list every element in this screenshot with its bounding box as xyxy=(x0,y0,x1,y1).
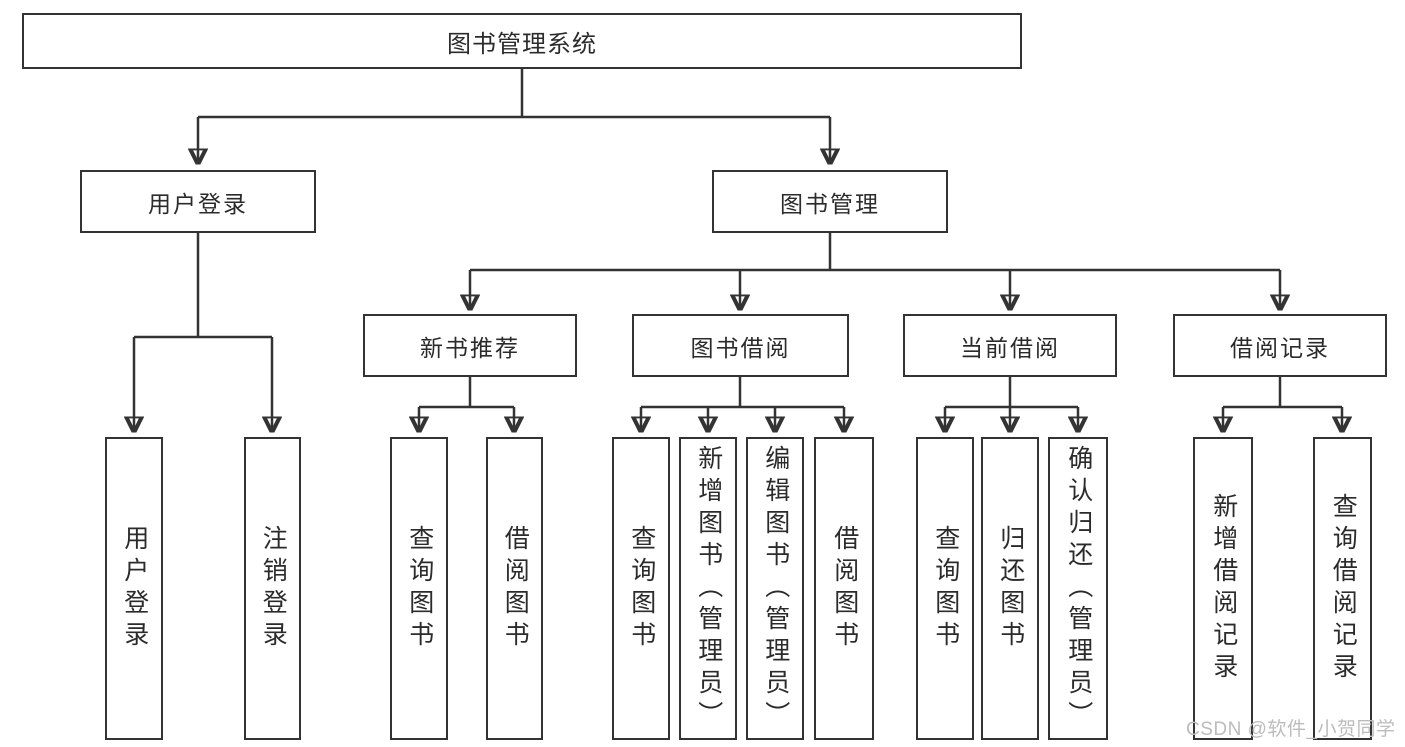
leaf-records-add-record-label: 新增借阅记录 xyxy=(1209,492,1238,685)
leaf-current-query-books-label: 查询图书 xyxy=(931,524,960,653)
leaf-borrow-borrow-books-label: 借阅图书 xyxy=(830,524,859,653)
node-book-management: 图书管理 xyxy=(712,170,948,233)
leaf-borrow-edit-books-admin-label: 编辑图书（管理员） xyxy=(761,444,790,733)
leaf-newbooks-query-books-label: 查询图书 xyxy=(405,524,434,653)
leaf-borrow-add-books-admin: 新增图书（管理员） xyxy=(679,437,737,740)
leaf-borrow-borrow-books: 借阅图书 xyxy=(814,437,874,740)
node-user-login-label: 用户登录 xyxy=(148,190,248,217)
node-borrow-records-label: 借阅记录 xyxy=(1230,334,1330,361)
node-current-borrow-label: 当前借阅 xyxy=(960,334,1060,361)
leaf-borrow-edit-books-admin: 编辑图书（管理员） xyxy=(746,437,804,740)
leaf-records-query-record-label: 查询借阅记录 xyxy=(1329,492,1358,685)
node-current-borrow: 当前借阅 xyxy=(903,314,1117,377)
leaf-logout-label: 注销登录 xyxy=(259,524,288,653)
node-user-login: 用户登录 xyxy=(80,170,316,233)
node-book-borrow: 图书借阅 xyxy=(632,314,849,377)
node-book-management-label: 图书管理 xyxy=(780,190,880,217)
leaf-records-add-record: 新增借阅记录 xyxy=(1193,437,1253,740)
leaf-current-confirm-return-admin-label: 确认归还（管理员） xyxy=(1064,444,1093,733)
leaf-logout: 注销登录 xyxy=(244,437,301,740)
leaf-borrow-add-books-admin-label: 新增图书（管理员） xyxy=(694,444,723,733)
node-borrow-records: 借阅记录 xyxy=(1173,314,1387,377)
leaf-borrow-query-books-label: 查询图书 xyxy=(627,524,656,653)
leaf-records-query-record: 查询借阅记录 xyxy=(1313,437,1372,740)
leaf-current-query-books: 查询图书 xyxy=(916,437,974,740)
csdn-watermark: CSDN @软件_小贺同学 xyxy=(1186,719,1396,740)
node-new-book-recommend-label: 新书推荐 xyxy=(420,334,520,361)
node-new-book-recommend: 新书推荐 xyxy=(363,314,577,377)
leaf-borrow-query-books: 查询图书 xyxy=(612,437,670,740)
leaf-user-login-label: 用户登录 xyxy=(120,524,149,653)
node-library-system-label: 图书管理系统 xyxy=(447,30,597,58)
leaf-current-return-books-label: 归还图书 xyxy=(996,524,1025,653)
leaf-user-login: 用户登录 xyxy=(105,437,163,740)
leaf-newbooks-borrow-books-label: 借阅图书 xyxy=(501,524,530,653)
leaf-current-return-books: 归还图书 xyxy=(981,437,1039,740)
leaf-current-confirm-return-admin: 确认归还（管理员） xyxy=(1048,437,1108,740)
node-library-system: 图书管理系统 xyxy=(22,13,1022,69)
node-book-borrow-label: 图书借阅 xyxy=(690,334,791,361)
leaf-newbooks-query-books: 查询图书 xyxy=(390,437,448,740)
leaf-newbooks-borrow-books: 借阅图书 xyxy=(486,437,543,740)
